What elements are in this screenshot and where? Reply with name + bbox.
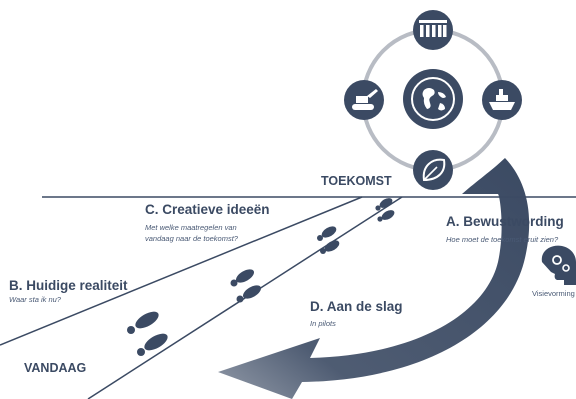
stage-a-title: A. Bewustwording bbox=[446, 214, 564, 229]
footprints-1 bbox=[127, 311, 168, 356]
vandaag-label: VANDAAG bbox=[24, 361, 87, 375]
toekomst-label: TOEKOMST bbox=[321, 174, 392, 188]
excavator-icon bbox=[344, 80, 384, 120]
visievorming-label: Visievorming bbox=[532, 289, 575, 298]
stage-d-subtitle: In pilots bbox=[310, 319, 336, 328]
stage-d-title: D. Aan de slag bbox=[310, 299, 403, 314]
stage-b-subtitle: Waar sta ik nu? bbox=[9, 295, 61, 304]
stage-a-subtitle: Hoe moet de toekomst eruit zien? bbox=[446, 235, 559, 244]
people-icon bbox=[413, 10, 453, 50]
path-edge-left bbox=[0, 196, 363, 346]
footprints-2 bbox=[230, 269, 262, 303]
stage-c-subtitle-1: Met welke maatregelen van bbox=[145, 223, 237, 232]
footprints-4 bbox=[375, 198, 395, 222]
ship-icon bbox=[482, 80, 522, 120]
leaf-icon bbox=[413, 150, 453, 190]
stage-b-title: B. Huidige realiteit bbox=[9, 278, 128, 293]
cycle-arrow bbox=[218, 158, 530, 399]
stage-c-subtitle-2: vandaag naar de toekomst? bbox=[145, 234, 238, 243]
head-gears-icon bbox=[541, 245, 576, 285]
globe-icon bbox=[403, 69, 463, 129]
stage-c-title: C. Creatieve ideeën bbox=[145, 202, 270, 217]
footprints-3 bbox=[317, 226, 340, 254]
future-vision-ring bbox=[344, 10, 522, 190]
